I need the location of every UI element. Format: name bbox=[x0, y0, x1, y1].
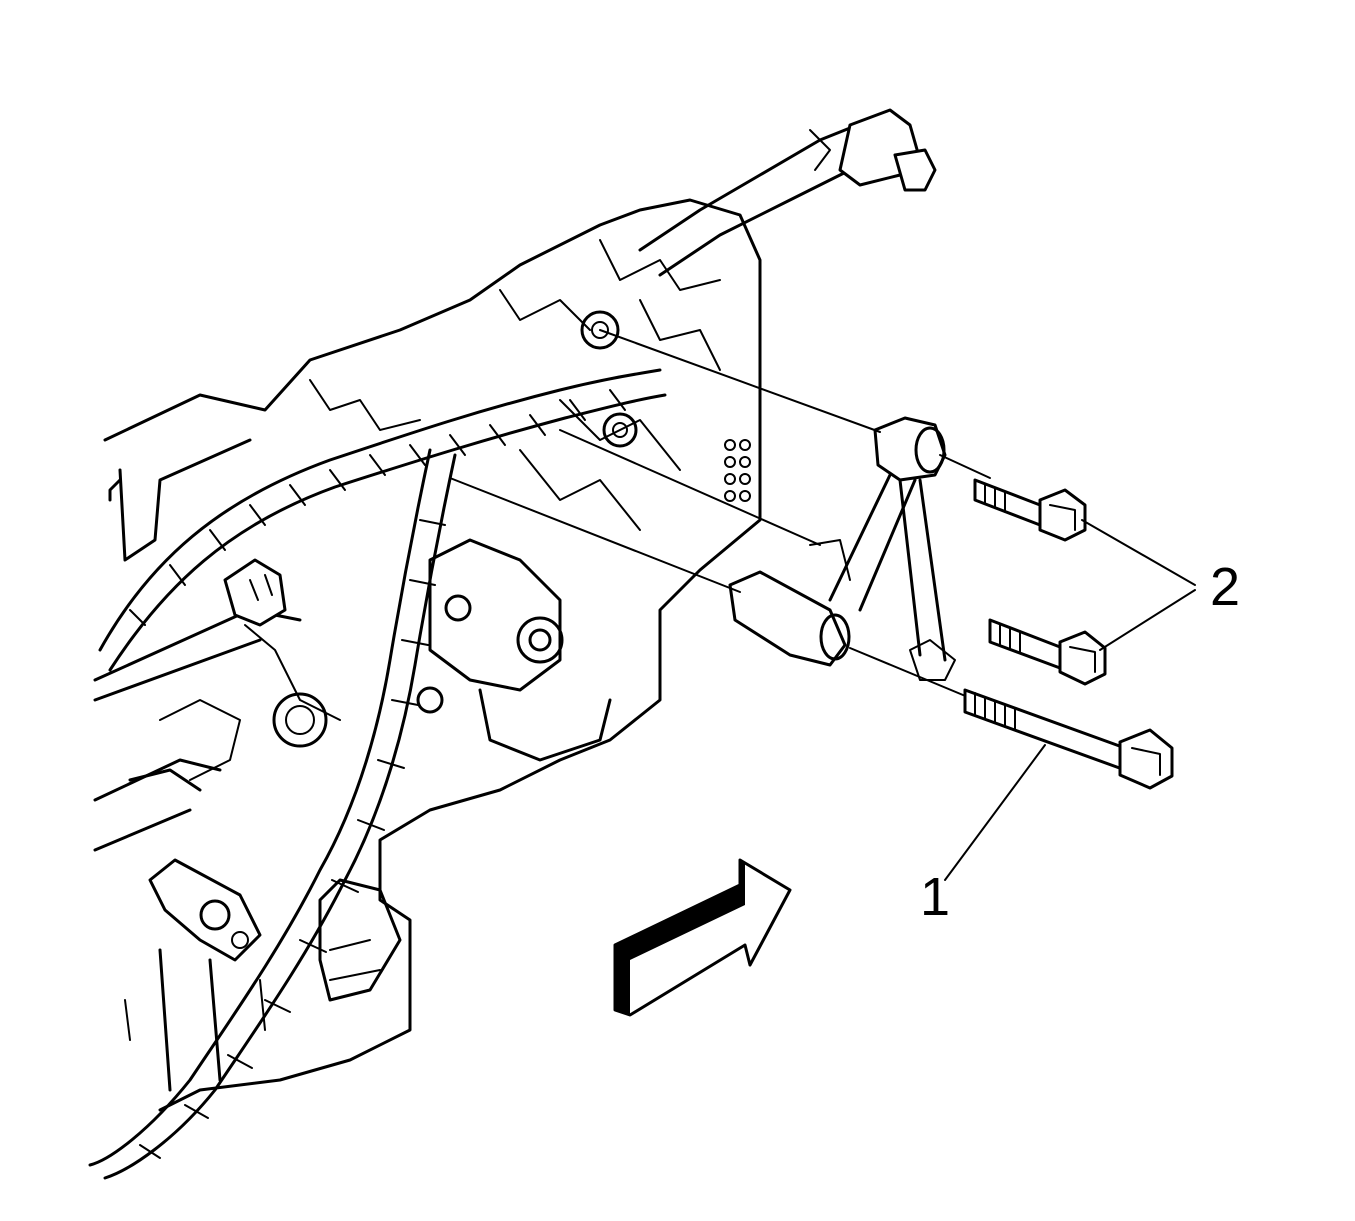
vent-holes bbox=[724, 439, 751, 502]
bolt-long bbox=[963, 688, 1174, 790]
callout-2: 2 bbox=[1210, 557, 1241, 617]
bolt-middle bbox=[988, 618, 1107, 686]
lower-clip-bolt bbox=[148, 858, 262, 962]
engine-housing bbox=[93, 198, 762, 1112]
torque-strut-bracket bbox=[728, 416, 956, 681]
wiring-harness bbox=[88, 368, 667, 1180]
leader-lines bbox=[944, 519, 1196, 881]
bolt-upper bbox=[973, 478, 1087, 542]
arrow-right-icon bbox=[613, 858, 792, 1017]
upper-rail bbox=[638, 108, 937, 277]
callout-1: 1 bbox=[920, 867, 951, 927]
alignment-lines bbox=[449, 329, 991, 701]
